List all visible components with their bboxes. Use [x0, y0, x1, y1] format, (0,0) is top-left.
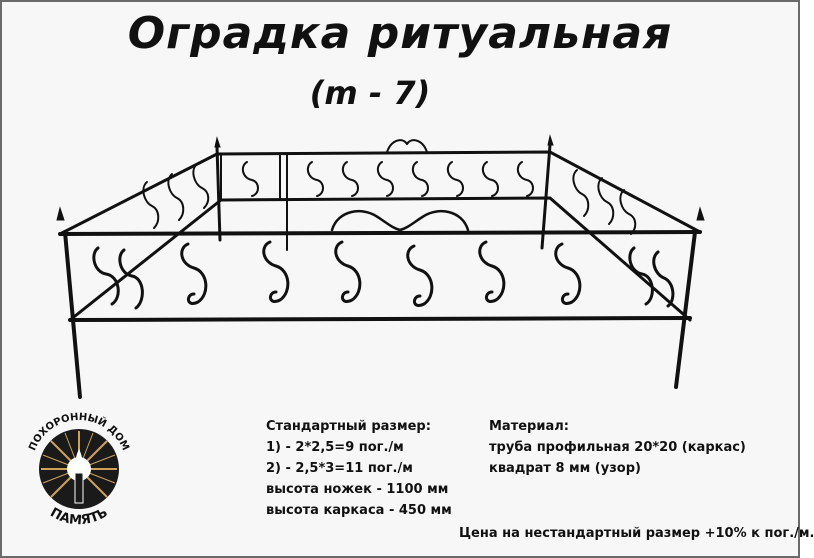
material-line: труба профильная 20*20 (каркас)	[489, 440, 746, 455]
spec-line: высота каркаса - 450 мм	[266, 503, 452, 518]
material-block: Материал: труба профильная 20*20 (каркас…	[489, 416, 746, 479]
fence-illustration	[56, 134, 705, 399]
spec-line: 1) - 2*2,5=9 пог./м	[266, 440, 404, 455]
spec-line: 2) - 2,5*3=11 пог./м	[266, 461, 413, 476]
page-title: Оградка ритуальная	[127, 8, 673, 59]
model-code: (m - 7)	[309, 74, 431, 112]
funeral-home-logo: ПОХОРОННЫЙ ДОМ ПАМЯТЬ	[27, 412, 131, 528]
logo-bottom-text: ПАМЯТЬ	[47, 505, 110, 528]
standard-size-block: Стандартный размер: 1) - 2*2,5=9 пог./м …	[266, 416, 452, 521]
spec-line: высота ножек - 1100 мм	[266, 482, 449, 497]
material-heading: Материал:	[489, 419, 569, 434]
price-note: Цена на нестандартный размер +10% к пог.…	[459, 526, 814, 541]
standard-size-heading: Стандартный размер:	[266, 419, 431, 434]
material-line: квадрат 8 мм (узор)	[489, 461, 641, 476]
